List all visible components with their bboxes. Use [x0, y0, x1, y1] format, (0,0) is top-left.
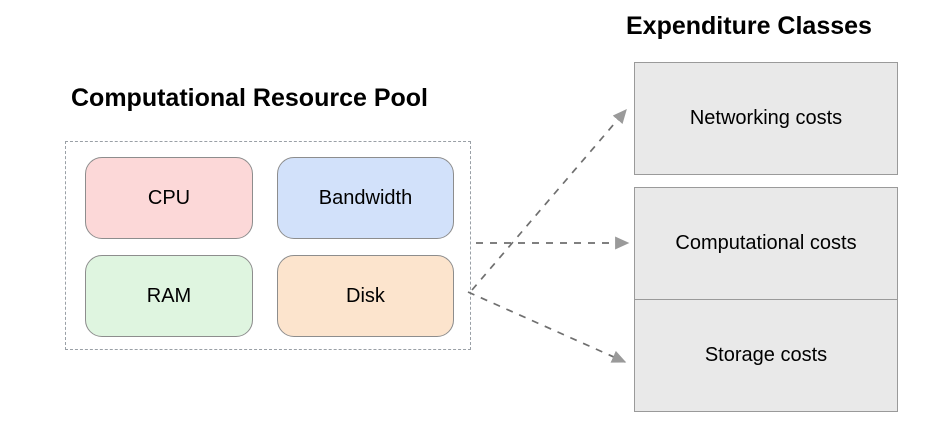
expenditure-box-networking[interactable]: Networking costs: [634, 62, 898, 175]
resource-chip-disk[interactable]: Disk: [277, 255, 454, 337]
resource-chip-bandwidth[interactable]: Bandwidth: [277, 157, 454, 239]
page-title-expenditure-classes: Expenditure Classes: [626, 12, 872, 40]
arrow-to-storage: [467, 291, 627, 363]
resource-pool-group: [65, 141, 471, 350]
arrow-to-networking: [471, 108, 627, 291]
resource-chip-cpu[interactable]: CPU: [85, 157, 253, 239]
expenditure-box-computational[interactable]: Computational costs: [634, 187, 898, 300]
expenditure-box-storage[interactable]: Storage costs: [634, 299, 898, 412]
page-title-resource-pool: Computational Resource Pool: [71, 84, 428, 112]
resource-chip-ram[interactable]: RAM: [85, 255, 253, 337]
